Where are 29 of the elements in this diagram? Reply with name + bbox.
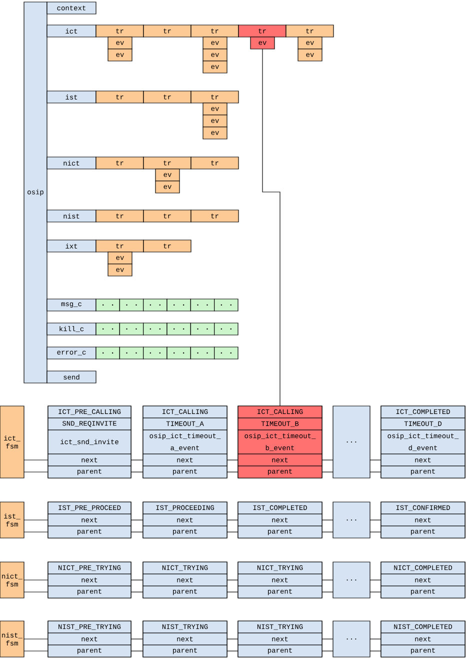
- connector-line: [370, 638, 382, 640]
- queue-cell: [190, 298, 215, 312]
- connector-line: [24, 650, 48, 652]
- connector-line: [24, 638, 48, 640]
- connector-line: [370, 650, 382, 652]
- connector-line: [262, 48, 280, 406]
- connector-line: [322, 638, 334, 640]
- connector-line: [130, 650, 144, 652]
- queue-cell: [96, 346, 120, 360]
- queue-cell: [214, 298, 238, 312]
- connector-line: [226, 650, 238, 652]
- connector-line: [226, 638, 238, 640]
- queue-cell: [214, 346, 238, 360]
- queue-cell: [119, 346, 144, 360]
- queue-cell: [96, 298, 120, 312]
- queue-cell: [190, 322, 215, 336]
- queue-cell: [166, 322, 191, 336]
- connector-line: [322, 650, 334, 652]
- queue-cell: [190, 346, 215, 360]
- queue-cell: [143, 346, 168, 360]
- queue-cell: [166, 298, 191, 312]
- connector-line: [130, 638, 144, 640]
- queue-cell: [143, 298, 168, 312]
- queue-cell: [214, 322, 238, 336]
- queue-cell: [119, 298, 144, 312]
- queue-cell: [119, 322, 144, 336]
- queue-cell: [143, 322, 168, 336]
- queue-cell: [166, 346, 191, 360]
- queue-cell: [96, 322, 120, 336]
